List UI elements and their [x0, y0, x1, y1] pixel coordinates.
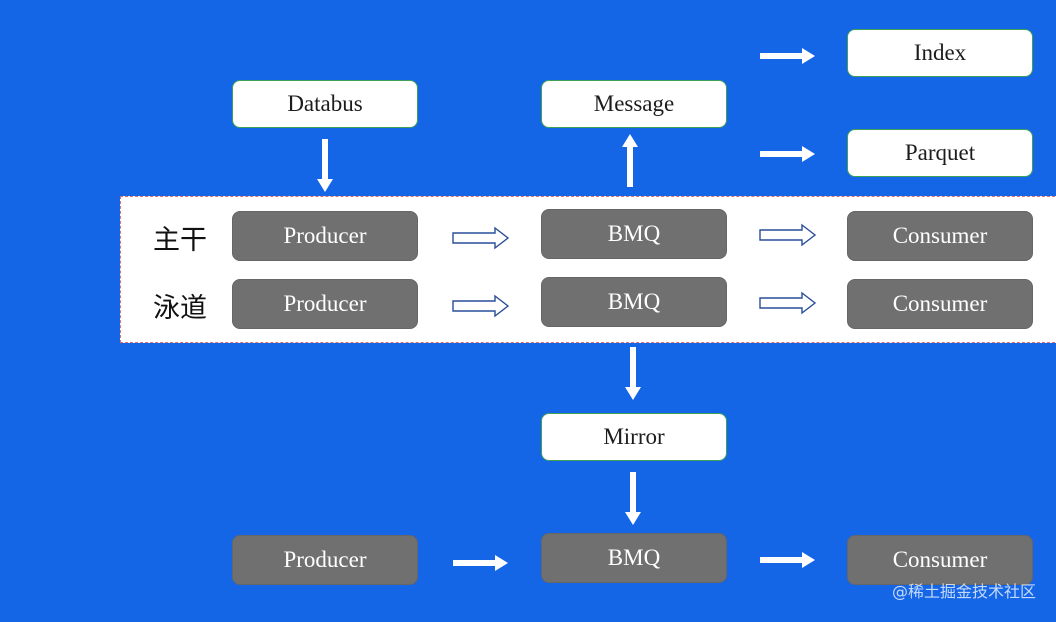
consumer-main-node: Consumer — [847, 211, 1033, 261]
mirror-to-bmq-arrow — [625, 472, 641, 525]
databus-node: Databus — [232, 80, 418, 128]
message-node: Message — [541, 80, 727, 128]
bmq-to-consumer-mirror-arrow — [760, 552, 815, 568]
main-lane-label: 主干 — [153, 225, 207, 255]
index-node: Index — [847, 29, 1033, 77]
bmq-to-consumer-main-arrow — [759, 223, 817, 247]
producer-to-bmq-main-arrow — [452, 226, 510, 250]
parquet-node: Parquet — [847, 129, 1033, 177]
producer-swim-node: Producer — [232, 279, 418, 329]
bmq-to-consumer-swim-arrow — [759, 291, 817, 315]
bmq-to-message-arrow — [622, 134, 638, 187]
consumer-mirror-node: Consumer — [847, 535, 1033, 585]
producer-mirror-node: Producer — [232, 535, 418, 585]
bmq-main-node: BMQ — [541, 209, 727, 259]
producer-main-node: Producer — [232, 211, 418, 261]
mirror-node: Mirror — [541, 413, 727, 461]
consumer-swim-node: Consumer — [847, 279, 1033, 329]
message-to-index-arrow — [760, 48, 815, 64]
producer-to-bmq-mirror-arrow — [453, 555, 508, 571]
bmq-mirror-node: BMQ — [541, 533, 727, 583]
bmq-swim-node: BMQ — [541, 277, 727, 327]
swim-lane-label: 泳道 — [153, 293, 207, 323]
producer-to-bmq-swim-arrow — [452, 294, 510, 318]
databus-to-producer-arrow — [317, 139, 333, 192]
watermark: @稀土掘金技术社区 — [891, 582, 1036, 601]
message-to-parquet-arrow — [760, 146, 815, 162]
bmq-to-mirror-arrow — [625, 347, 641, 400]
